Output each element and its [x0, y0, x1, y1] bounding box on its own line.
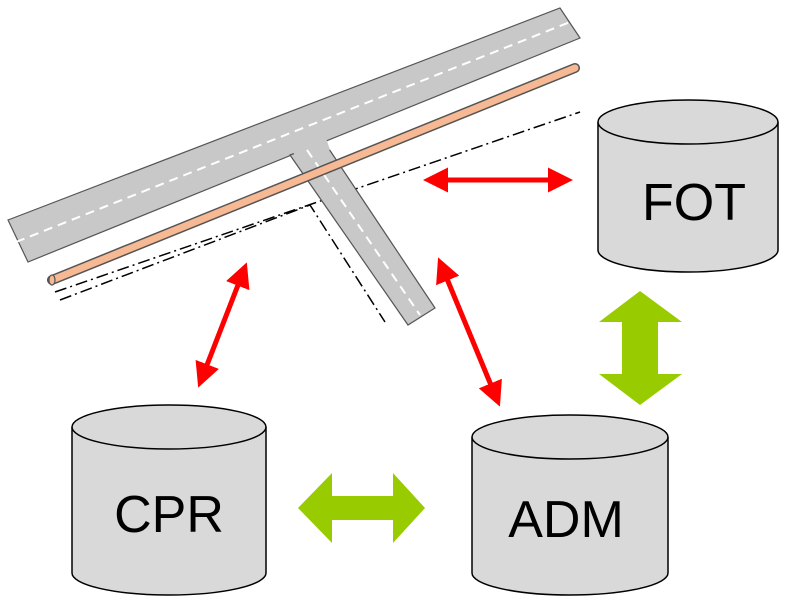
boundary-line-north: [54, 111, 581, 293]
road-centerline: [15, 21, 571, 243]
main-road: [7, 7, 581, 263]
cpr-label: CPR: [114, 486, 224, 544]
adm-label: ADM: [508, 491, 624, 549]
red-arrow-road-adm: [436, 257, 502, 407]
road-illustration: [7, 7, 581, 326]
green-arrow-fot-adm: [599, 291, 682, 405]
cpr-database-cylinder: CPR: [71, 404, 267, 596]
branch-centerline: [306, 149, 421, 316]
red-arrow-road-cpr: [195, 262, 250, 388]
fot-database-cylinder: FOT: [597, 99, 779, 273]
boundary-line-side: [59, 204, 386, 323]
green-arrow-cpr-adm: [298, 473, 425, 543]
fot-label: FOT: [642, 174, 746, 232]
adm-database-cylinder: ADM: [471, 414, 669, 596]
pipe: [47, 63, 580, 286]
